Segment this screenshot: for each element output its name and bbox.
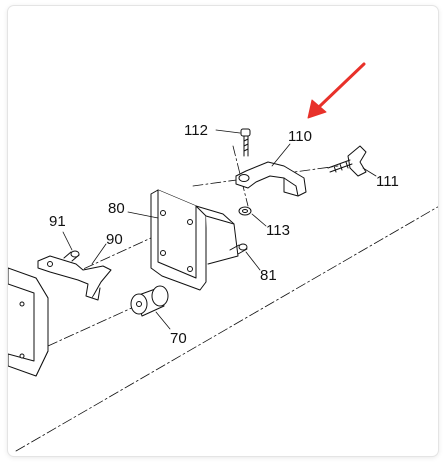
screw-112 <box>240 128 251 157</box>
label-110: 110 <box>288 128 312 145</box>
part-labels: 112 110 111 80 113 91 90 81 70 <box>49 122 399 347</box>
label-80: 80 <box>108 200 125 217</box>
washer-113 <box>238 206 252 216</box>
clamp-110 <box>235 161 307 197</box>
label-81: 81 <box>260 267 277 284</box>
exploded-parts-diagram: 112 110 111 80 113 91 90 81 70 <box>8 62 438 452</box>
leader-lines <box>62 129 377 330</box>
rubber-mount-70 <box>130 285 169 317</box>
screw-91 <box>63 250 80 262</box>
assembly-axes <box>15 145 438 452</box>
label-91: 91 <box>49 213 66 230</box>
bracket-90 <box>37 255 112 301</box>
diagram-frame: 112 110 111 80 113 91 90 81 70 <box>8 6 438 456</box>
thumb-screw-111 <box>327 145 367 177</box>
label-111: 111 <box>376 173 399 190</box>
label-90: 90 <box>106 231 123 248</box>
motor-housing <box>8 267 49 377</box>
label-70: 70 <box>170 330 187 347</box>
screw-81 <box>229 243 248 255</box>
label-113: 113 <box>266 222 290 239</box>
label-112: 112 <box>184 122 208 139</box>
red-arrow-icon <box>307 62 366 119</box>
mount-plate-80 <box>150 189 239 291</box>
